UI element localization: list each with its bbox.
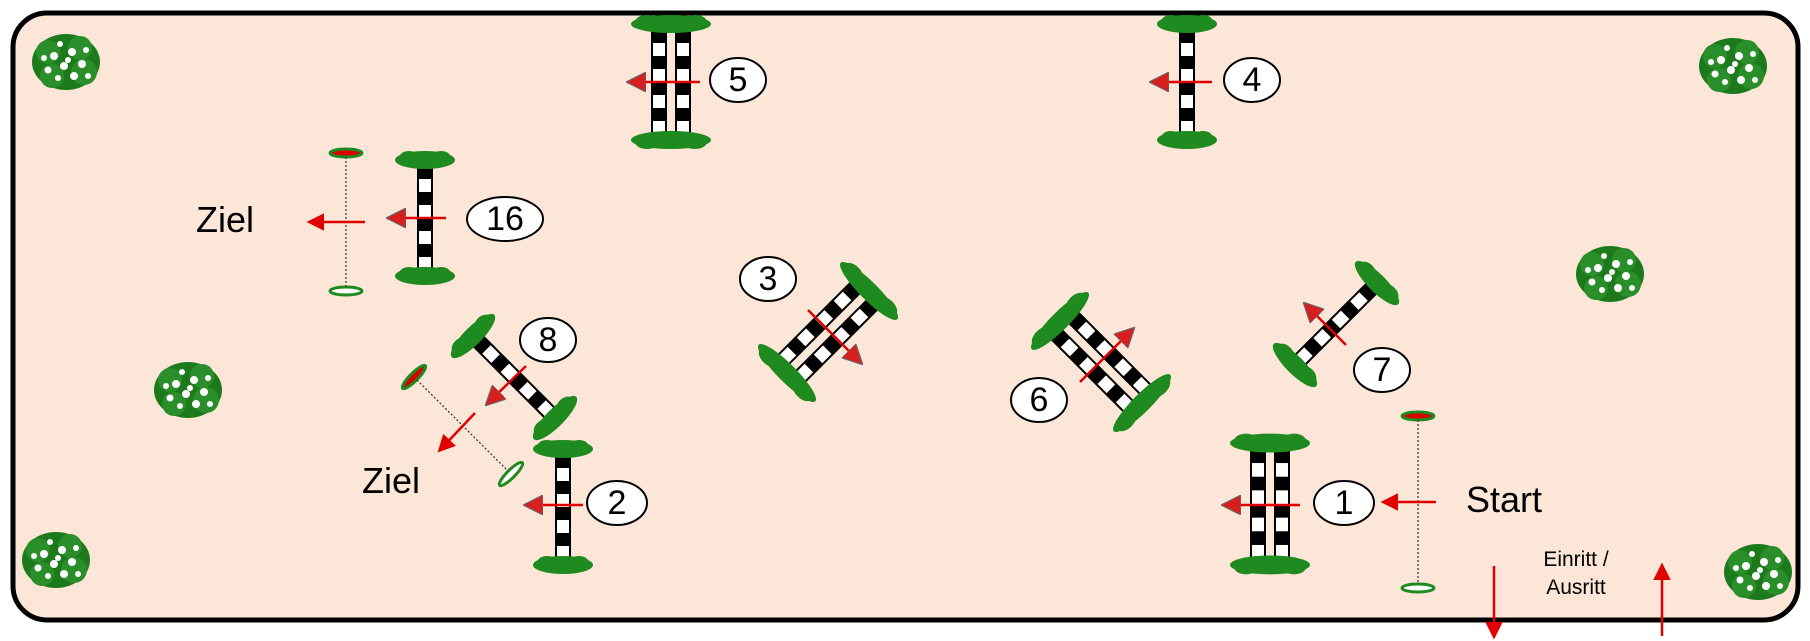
obstacle-4: 4 [1153, 15, 1281, 149]
obstacle-8: 8 [445, 308, 582, 445]
obstacle-number: 4 [1243, 61, 1262, 99]
entry-exit: Einritt / Ausritt [1485, 548, 1671, 640]
bush-bottom-right [1724, 544, 1792, 600]
finish-label-top: Ziel [196, 199, 254, 240]
obstacle-number: 16 [486, 200, 524, 238]
obstacle-number-badge [1010, 377, 1068, 423]
obstacle-number-badge [1353, 347, 1411, 393]
obstacle-number: 3 [759, 260, 778, 298]
obstacle-1: 1 [1225, 432, 1375, 576]
obstacle-3: 3 [739, 255, 905, 409]
obstacle-16: 16 [390, 151, 544, 285]
obstacle-number: 5 [729, 61, 748, 99]
start-line [1380, 410, 1436, 594]
jump-direction-arrow [807, 309, 860, 362]
obstacle-number-badge [709, 57, 767, 103]
jump-direction-arrow [1306, 305, 1347, 346]
obstacle-number-badge [586, 480, 648, 526]
finish-label-bottom: Ziel [362, 460, 420, 501]
obstacle-number: 7 [1373, 351, 1392, 389]
obstacle-number-badge [1223, 57, 1281, 103]
bush-top-right [1699, 38, 1767, 94]
obstacle-number: 1 [1335, 484, 1354, 522]
obstacle-number: 6 [1030, 381, 1049, 419]
bush-right-middle [1576, 246, 1644, 302]
entry-exit-label-line2: Ausritt [1546, 576, 1606, 599]
jump-direction-arrow [488, 365, 527, 403]
obstacle-6: 6 [1010, 285, 1178, 439]
finish-line-bottom [400, 363, 525, 488]
start-label: Start [1466, 479, 1542, 520]
obstacle-number: 8 [539, 321, 558, 359]
obstacle-number: 2 [608, 484, 627, 522]
finish-direction-arrow [437, 412, 476, 453]
obstacle-number-badge [1313, 480, 1375, 526]
bush-left-middle [154, 362, 222, 418]
obstacle-number-badge [466, 196, 544, 242]
obstacle-7: 7 [1267, 255, 1411, 393]
bush-bottom-left [22, 532, 90, 588]
arena-boundary [10, 10, 1801, 623]
obstacle-5: 5 [630, 14, 767, 150]
finish-line-top [306, 147, 365, 297]
obstacle-2: 2 [527, 440, 648, 574]
entry-exit-label-line1: Einritt / [1543, 548, 1609, 571]
jump-direction-arrow [1079, 330, 1132, 383]
bush-top-left [32, 34, 100, 90]
obstacle-number-badge [739, 256, 797, 302]
obstacle-number-badge [519, 317, 577, 363]
